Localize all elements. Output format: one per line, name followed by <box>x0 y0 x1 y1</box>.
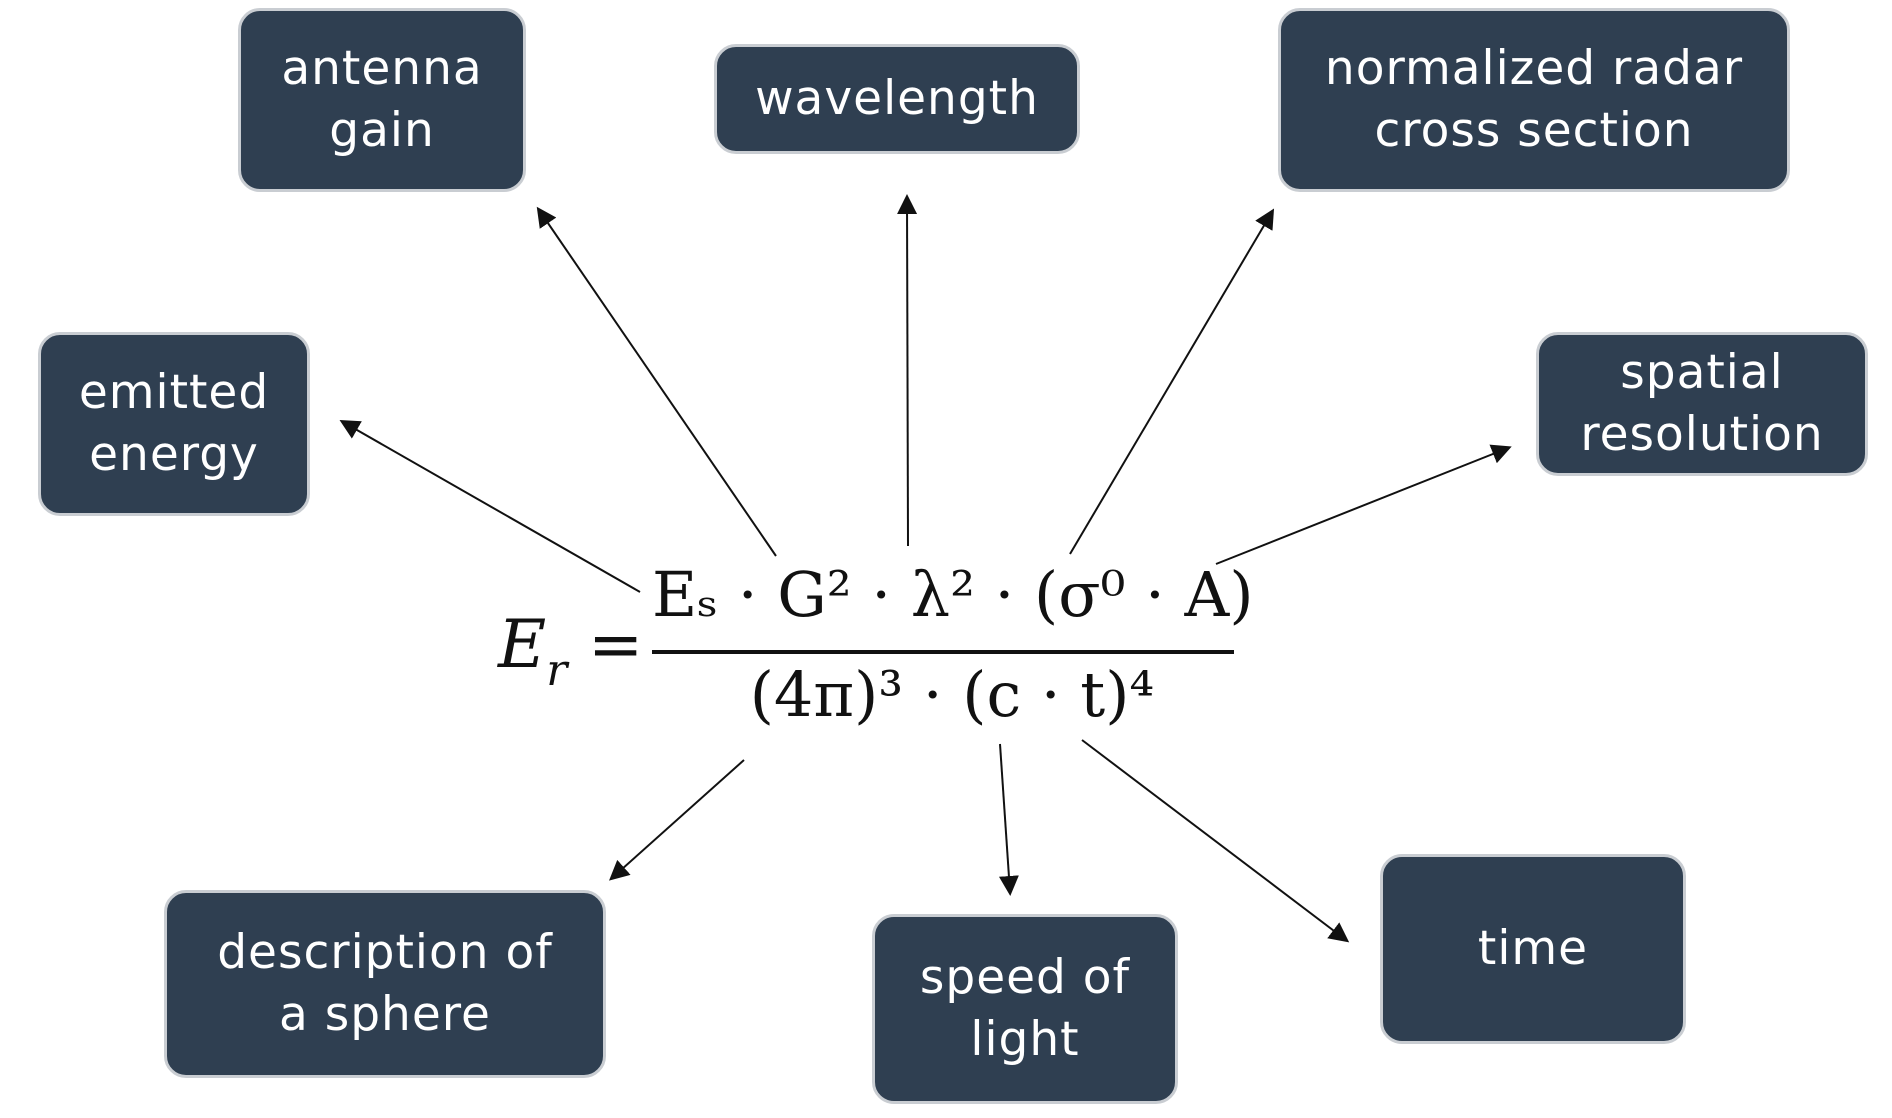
arrow-to-speed-of-light <box>998 743 1019 896</box>
label-speed-of-light: speed of light <box>872 914 1178 1104</box>
arrow-to-normalized-radar-cross-section <box>1069 208 1275 555</box>
label-description-of-a-sphere: description of a sphere <box>164 890 606 1078</box>
label-time: time <box>1380 854 1686 1044</box>
arrow-to-antenna-gain <box>536 206 777 557</box>
label-antenna-gain: antenna gain <box>238 8 526 192</box>
label-wavelength: wavelength <box>714 44 1080 154</box>
radar-equation: Er = Eₛ · G² · λ² · (σ⁰ · A) (4π)³ · (c … <box>490 558 1254 748</box>
formula-denominator: (4π)³ · (c · t)⁴ <box>749 658 1155 731</box>
arrow-to-spatial-resolution <box>1215 444 1512 565</box>
formula-numerator: Eₛ · G² · λ² · (σ⁰ · A) <box>652 558 1254 631</box>
arrow-to-time <box>1081 739 1350 943</box>
arrow-to-wavelength <box>897 194 918 547</box>
label-emitted-energy: emitted energy <box>38 332 310 516</box>
arrow-to-description-of-a-sphere <box>609 759 745 881</box>
label-spatial-resolution: spatial resolution <box>1536 332 1868 476</box>
formula-equals: = <box>588 606 644 683</box>
formula-lhs: Er <box>498 606 567 696</box>
formula-lhs-subscript: r <box>546 645 568 696</box>
arrow-to-emitted-energy <box>339 420 641 593</box>
formula-lhs-symbol: E <box>498 606 547 683</box>
label-normalized-radar-cross-section: normalized radar cross section <box>1278 8 1790 192</box>
fraction-bar <box>652 650 1234 654</box>
